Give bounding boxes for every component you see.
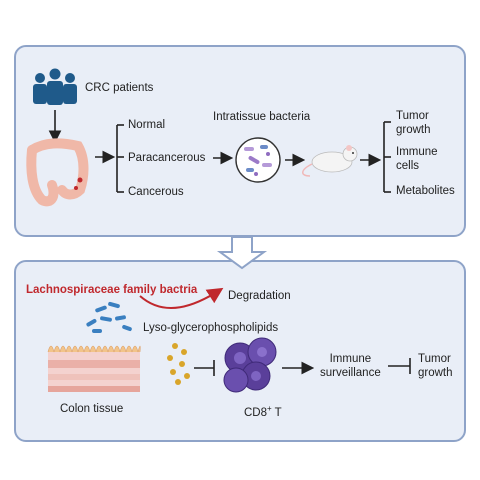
lyso-glycerophospholipids-label: Lyso-glycerophospholipids — [143, 322, 279, 334]
colon-tissue-icon — [47, 345, 141, 392]
bacteria-circle-icon — [235, 137, 281, 183]
outcome-metabolites-label: Metabolites — [396, 185, 455, 197]
tissue-cancerous-label: Cancerous — [128, 186, 184, 198]
tissue-bracket — [116, 124, 124, 193]
mouse-icon — [302, 145, 358, 177]
lachnospiraceae-bacteria-icon — [86, 301, 132, 333]
intratissue-bacteria-label: Intratissue bacteria — [213, 111, 311, 123]
degradation-arrow — [139, 287, 224, 309]
colon-icon — [26, 138, 89, 207]
degradation-label: Degradation — [228, 290, 291, 302]
outcome-bracket — [383, 121, 391, 193]
panel-connector-arrow — [216, 236, 268, 270]
patients-icon — [33, 68, 77, 105]
tissue-paracancerous-label: Paracancerous — [128, 152, 206, 164]
inhibit-surveillance-to-tumor — [388, 358, 411, 374]
lachnospiraceae-title: Lachnospiraceae family bactria — [26, 284, 198, 296]
patients-label: CRC patients — [85, 82, 154, 94]
top-panel — [14, 45, 466, 237]
tissue-normal-label: Normal — [128, 119, 166, 131]
inhibit-metabolite-to-cd8 — [194, 360, 215, 376]
colon-tissue-label: Colon tissue — [60, 403, 124, 415]
cd8-t-cells-icon — [223, 337, 277, 393]
metabolite-dots-icon — [167, 343, 190, 385]
cd8-t-label: CD8+ T — [244, 404, 282, 419]
